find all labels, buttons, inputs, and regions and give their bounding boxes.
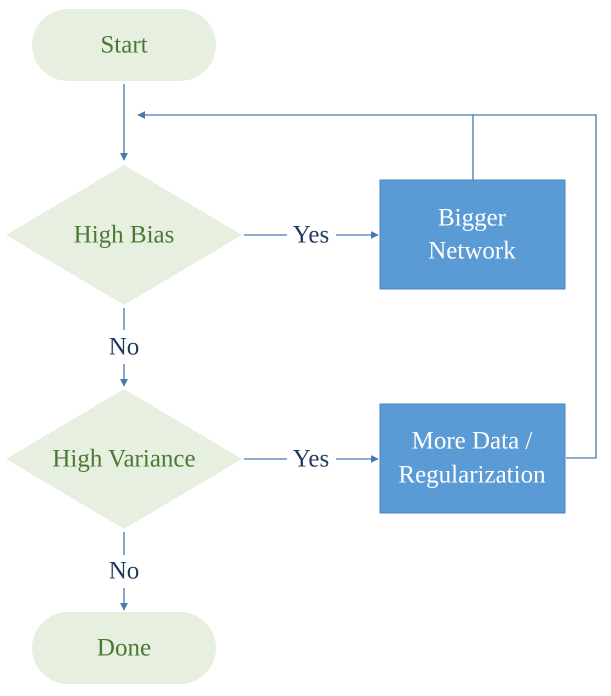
edge-label-bias-yes: Yes xyxy=(293,222,329,249)
start-label: Start xyxy=(100,32,147,59)
start-node: Start xyxy=(32,9,216,81)
done-node: Done xyxy=(32,612,216,684)
high-bias-shape xyxy=(6,165,242,305)
high-bias-node: High Bias xyxy=(6,165,242,305)
high-variance-node: High Variance xyxy=(6,389,242,529)
more-data-label-line1: More Data / xyxy=(412,428,533,455)
bigger-network-label-line2: Network xyxy=(428,238,516,265)
connectors xyxy=(120,84,597,611)
high-variance-shape xyxy=(6,389,242,529)
edge-label-variance-no: No xyxy=(109,558,140,585)
edge-label-variance-yes: Yes xyxy=(293,446,329,473)
more-data-shape xyxy=(379,403,566,514)
edge-label-bias-no: No xyxy=(109,334,140,361)
start-shape xyxy=(32,9,216,81)
high-variance-label: High Variance xyxy=(52,446,195,473)
connector-more-data-loop xyxy=(473,114,597,459)
more-data-node: More Data / Regularization xyxy=(379,403,566,514)
done-shape xyxy=(32,612,216,684)
done-label: Done xyxy=(97,635,151,662)
bigger-network-shape xyxy=(379,179,566,290)
connector-bigger-network-loop xyxy=(137,111,474,180)
bigger-network-node: Bigger Network xyxy=(379,179,566,290)
bigger-network-label-line1: Bigger xyxy=(438,205,507,232)
high-bias-label: High Bias xyxy=(74,222,175,249)
more-data-label-line2: Regularization xyxy=(398,462,546,489)
